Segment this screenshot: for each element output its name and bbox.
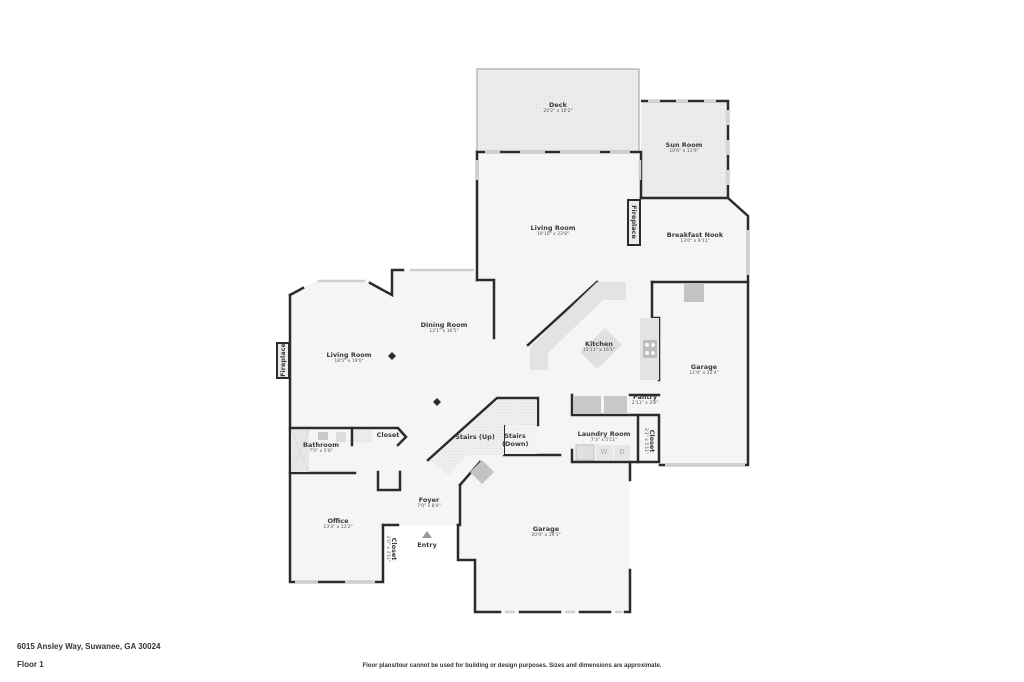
sun-room-area	[641, 99, 730, 198]
fireplace-front	[276, 342, 290, 379]
disclaimer: Floor plans/tour cannot be used for buil…	[362, 663, 662, 669]
stairs-down-area	[505, 426, 537, 454]
floor-label: Floor 1	[17, 660, 44, 669]
windows	[295, 150, 750, 614]
cooktop-icon	[643, 340, 657, 358]
garage-fixture	[684, 284, 704, 302]
fireplace-rear	[627, 199, 641, 246]
entry-arrow-icon	[422, 531, 432, 538]
stair-landing-fixture	[470, 460, 494, 484]
interior-floor	[290, 152, 748, 612]
bathroom-fixtures	[290, 429, 372, 473]
deck-area	[476, 68, 640, 153]
kitchen-island	[580, 328, 622, 369]
property-address: 6015 Ansley Way, Suwanee, GA 30024	[17, 642, 161, 651]
entry-label: Entry	[417, 541, 437, 549]
walls	[288, 150, 750, 614]
ceiling-light-icon	[388, 352, 441, 406]
stairs-up-area	[430, 400, 537, 475]
laundry-appliances	[575, 444, 630, 461]
